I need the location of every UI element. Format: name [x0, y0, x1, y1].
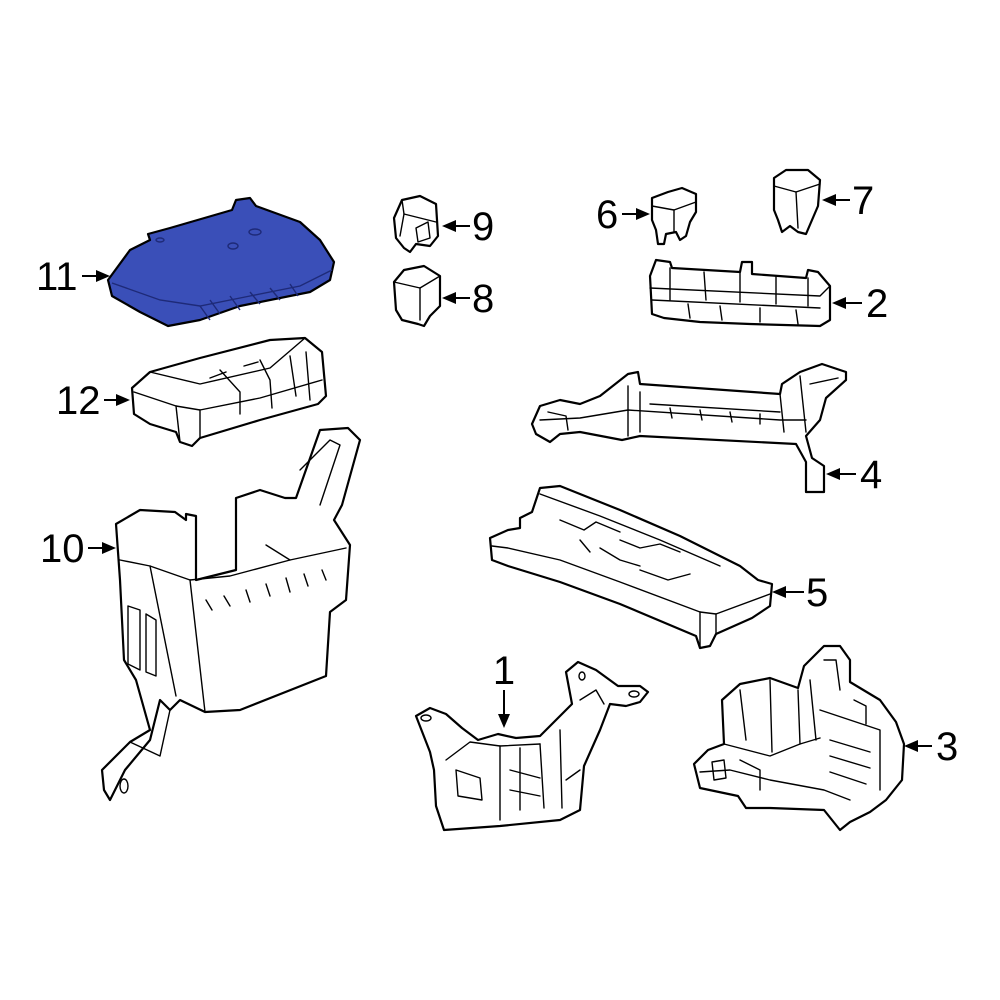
callout-4-label: 4: [860, 453, 882, 497]
callout-11: 11: [36, 255, 110, 299]
callout-12-label: 12: [56, 379, 101, 423]
part-3-cluster[interactable]: [692, 644, 906, 832]
callout-9: 9: [442, 205, 494, 249]
callout-8-label: 8: [472, 277, 494, 321]
callout-6: 6: [596, 193, 650, 237]
part-10-tray[interactable]: [100, 426, 362, 802]
part-11-cover[interactable]: [106, 196, 336, 328]
callout-3: 3: [904, 725, 958, 769]
callout-12: 12: [56, 379, 130, 423]
part-4-rail[interactable]: [530, 362, 848, 494]
part-7-relay[interactable]: [772, 168, 822, 236]
part-8-relay[interactable]: [392, 264, 442, 328]
part-1-bracket[interactable]: [414, 660, 650, 832]
callout-5: 5: [772, 571, 828, 615]
callout-1-label: 1: [493, 649, 515, 693]
callout-6-label: 6: [596, 193, 618, 237]
callout-10: 10: [40, 527, 116, 571]
callout-11-label: 11: [36, 255, 78, 299]
callout-1: 1: [493, 649, 515, 728]
callout-7: 7: [822, 179, 874, 223]
callout-8: 8: [442, 277, 494, 321]
part-5-base[interactable]: [488, 484, 774, 650]
part-6-fuse[interactable]: [650, 186, 698, 246]
callout-2-label: 2: [866, 282, 888, 326]
callout-4: 4: [826, 453, 882, 497]
callout-7-label: 7: [852, 179, 874, 223]
callout-9-label: 9: [472, 205, 494, 249]
callout-2: 2: [832, 282, 888, 326]
callout-3-label: 3: [936, 725, 958, 769]
part-9-relay[interactable]: [392, 194, 440, 254]
callout-5-label: 5: [806, 571, 828, 615]
part-12-housing[interactable]: [130, 336, 328, 448]
part-2-holder[interactable]: [648, 258, 832, 328]
callout-10-label: 10: [40, 527, 85, 571]
